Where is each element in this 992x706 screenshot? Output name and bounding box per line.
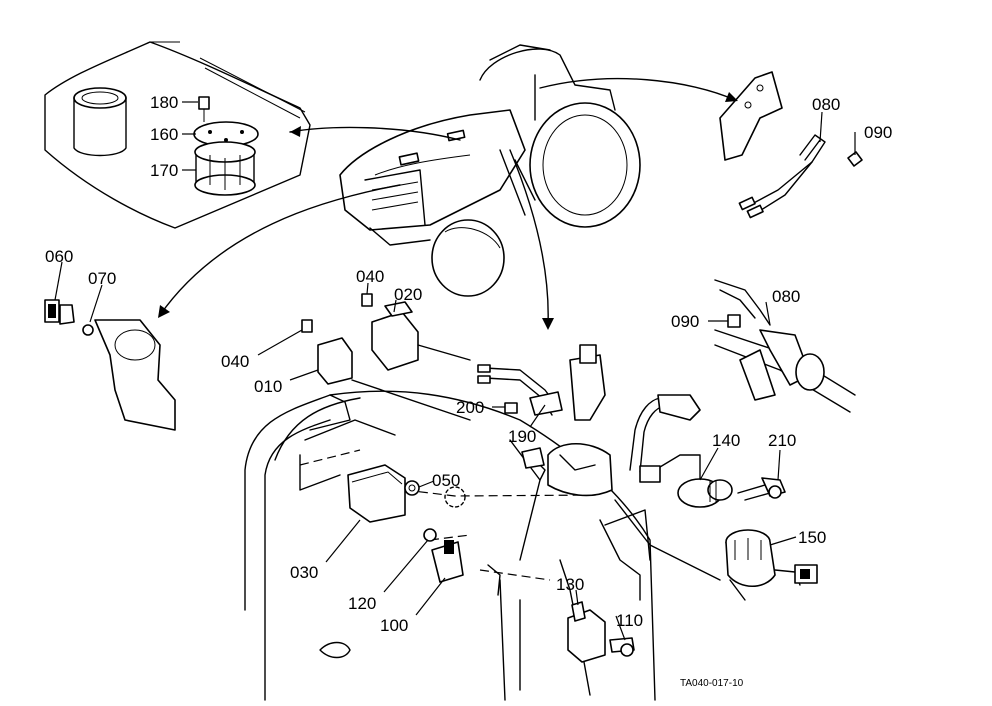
bracket-harness-inset-mid — [714, 279, 856, 413]
fuel-gauge-sender — [193, 96, 259, 196]
callout-170: 170 — [150, 161, 178, 180]
callout-090-mid: 090 — [671, 312, 699, 331]
callout-020: 020 — [394, 285, 422, 304]
callout-010: 010 — [254, 377, 282, 396]
fuel-tank-inset — [44, 41, 311, 229]
callout-040-upper: 040 — [356, 267, 384, 286]
callout-190: 190 — [508, 427, 536, 446]
callout-080-mid: 080 — [772, 287, 800, 306]
callout-040-lower: 040 — [221, 352, 249, 371]
callout-060: 060 — [45, 247, 73, 266]
callout-160: 160 — [150, 125, 178, 144]
callout-110: 110 — [616, 611, 643, 630]
callout-090-top: 090 — [864, 123, 892, 142]
callout-200: 200 — [456, 398, 484, 417]
figure-code: TA040-017-10 — [680, 678, 744, 689]
callout-140: 140 — [712, 431, 740, 450]
callout-150: 150 — [798, 528, 826, 547]
arrows — [158, 77, 738, 330]
callout-080-top: 080 — [812, 95, 840, 114]
callout-070: 070 — [88, 269, 116, 288]
callout-130: 130 — [556, 575, 584, 594]
callout-100: 100 — [380, 616, 408, 635]
callout-030: 030 — [290, 563, 318, 582]
relays-upper — [301, 293, 419, 385]
callout-180: 180 — [150, 93, 178, 112]
callout-210: 210 — [768, 431, 796, 450]
callout-labels: 180 160 170 060 070 040 020 040 010 080 … — [45, 93, 892, 689]
callout-120: 120 — [348, 594, 376, 613]
relay-030 — [347, 464, 466, 523]
callout-050: 050 — [432, 471, 460, 490]
bracket-harness-inset-top — [719, 71, 863, 219]
switch-assembly — [477, 344, 818, 588]
relay-130 — [567, 601, 635, 663]
headlight-assembly — [44, 299, 176, 431]
unit-100 — [423, 528, 501, 596]
tractor-overview — [339, 44, 641, 297]
leader-lines — [54, 101, 856, 641]
